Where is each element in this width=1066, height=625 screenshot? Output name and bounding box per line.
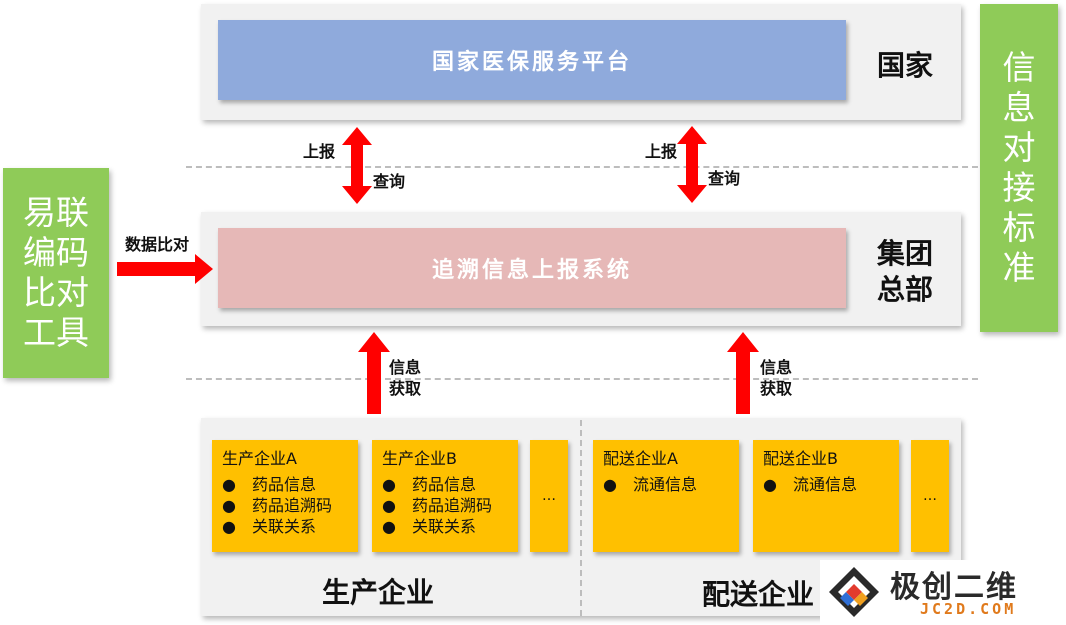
- trace-report-system-bar: 追溯信息上报系统: [218, 228, 846, 308]
- producer-b-title: 生产企业B: [382, 449, 457, 468]
- distributor-more-label: …: [923, 488, 937, 504]
- distributor-card-b: 配送企业B ●流通信息: [753, 440, 899, 552]
- distributor-a-title: 配送企业A: [603, 449, 678, 468]
- producer-a-title: 生产企业A: [222, 449, 297, 468]
- fetch-label-left-1: 信息: [389, 358, 422, 377]
- bullet-icon: ●: [222, 475, 236, 494]
- list-item: ●药品追溯码: [222, 496, 333, 515]
- producers-section-title: 生产企业: [322, 576, 435, 609]
- bullet-icon: ●: [222, 517, 236, 536]
- producer-card-a: 生产企业A ●药品信息 ●药品追溯码 ●关联关系: [212, 440, 358, 552]
- bullet-icon: ●: [222, 496, 236, 515]
- fetch-arrow-left: [358, 332, 390, 414]
- fetch-label-left-2: 获取: [389, 379, 422, 398]
- list-item: ●关联关系: [222, 517, 317, 536]
- bullet-icon: ●: [382, 475, 396, 494]
- bullet-icon: ●: [382, 517, 396, 536]
- distributor-more-card: …: [911, 440, 949, 552]
- double-arrow-right: [677, 126, 707, 203]
- trace-report-system-label: 追溯信息上报系统: [431, 258, 632, 283]
- list-item: ●流通信息: [603, 475, 698, 494]
- list-item: ●流通信息: [763, 475, 858, 494]
- hq-level-label: 集团 总部: [860, 236, 950, 308]
- bullet-icon: ●: [763, 475, 777, 494]
- list-item: ●关联关系: [382, 517, 477, 536]
- fetch-label-right-1: 信息: [760, 358, 793, 377]
- producer-more-card: …: [530, 440, 568, 552]
- fetch-label-right: 信息 获取: [760, 357, 792, 399]
- list-item: ●药品信息: [222, 475, 317, 494]
- bullet-icon: ●: [603, 475, 617, 494]
- compare-arrow: [117, 254, 213, 284]
- enterprise-panel-divider: [580, 420, 582, 616]
- distributor-card-a: 配送企业A ●流通信息: [593, 440, 739, 552]
- national-level-label: 国家: [876, 49, 933, 82]
- encoding-compare-tool-label: 易联 编码 比对 工具: [23, 193, 89, 352]
- producer-card-b: 生产企业B ●药品信息 ●药品追溯码 ●关联关系: [372, 440, 518, 552]
- report-label-right: 上报: [645, 142, 678, 161]
- fetch-label-right-2: 获取: [760, 379, 793, 398]
- distributor-b-title: 配送企业B: [763, 449, 838, 468]
- fetch-arrow-right: [727, 332, 759, 414]
- logo-name: 极创二维: [890, 570, 1018, 605]
- list-item: ●药品信息: [382, 475, 477, 494]
- double-arrow-left: [342, 127, 372, 204]
- logo-domain: JC2D.COM: [920, 600, 1017, 618]
- logo-watermark: 极创二维 JC2D.COM: [820, 560, 1066, 625]
- query-label-right: 查询: [708, 169, 741, 188]
- producer-more-label: …: [542, 488, 556, 504]
- divider-bottom: [186, 378, 978, 380]
- hq-level-line-1: 集团: [876, 237, 933, 270]
- divider-top: [186, 166, 978, 168]
- info-standard-label: 信息对接标准: [1002, 48, 1036, 287]
- distributors-section-title: 配送企业: [702, 578, 815, 611]
- hq-level-line-2: 总部: [876, 273, 933, 306]
- bullet-icon: ●: [382, 496, 396, 515]
- query-label-left: 查询: [373, 172, 406, 191]
- report-label-left: 上报: [303, 142, 336, 161]
- list-item: ●药品追溯码: [382, 496, 493, 515]
- national-platform-label: 国家医保服务平台: [431, 50, 632, 75]
- national-platform-bar: 国家医保服务平台: [218, 20, 846, 100]
- compare-label: 数据比对: [125, 235, 190, 254]
- info-standard-box: 信息对接标准: [980, 4, 1058, 332]
- encoding-compare-tool-box: 易联 编码 比对 工具: [3, 168, 109, 378]
- logo-mark-icon: [829, 567, 879, 617]
- fetch-label-left: 信息 获取: [389, 357, 421, 399]
